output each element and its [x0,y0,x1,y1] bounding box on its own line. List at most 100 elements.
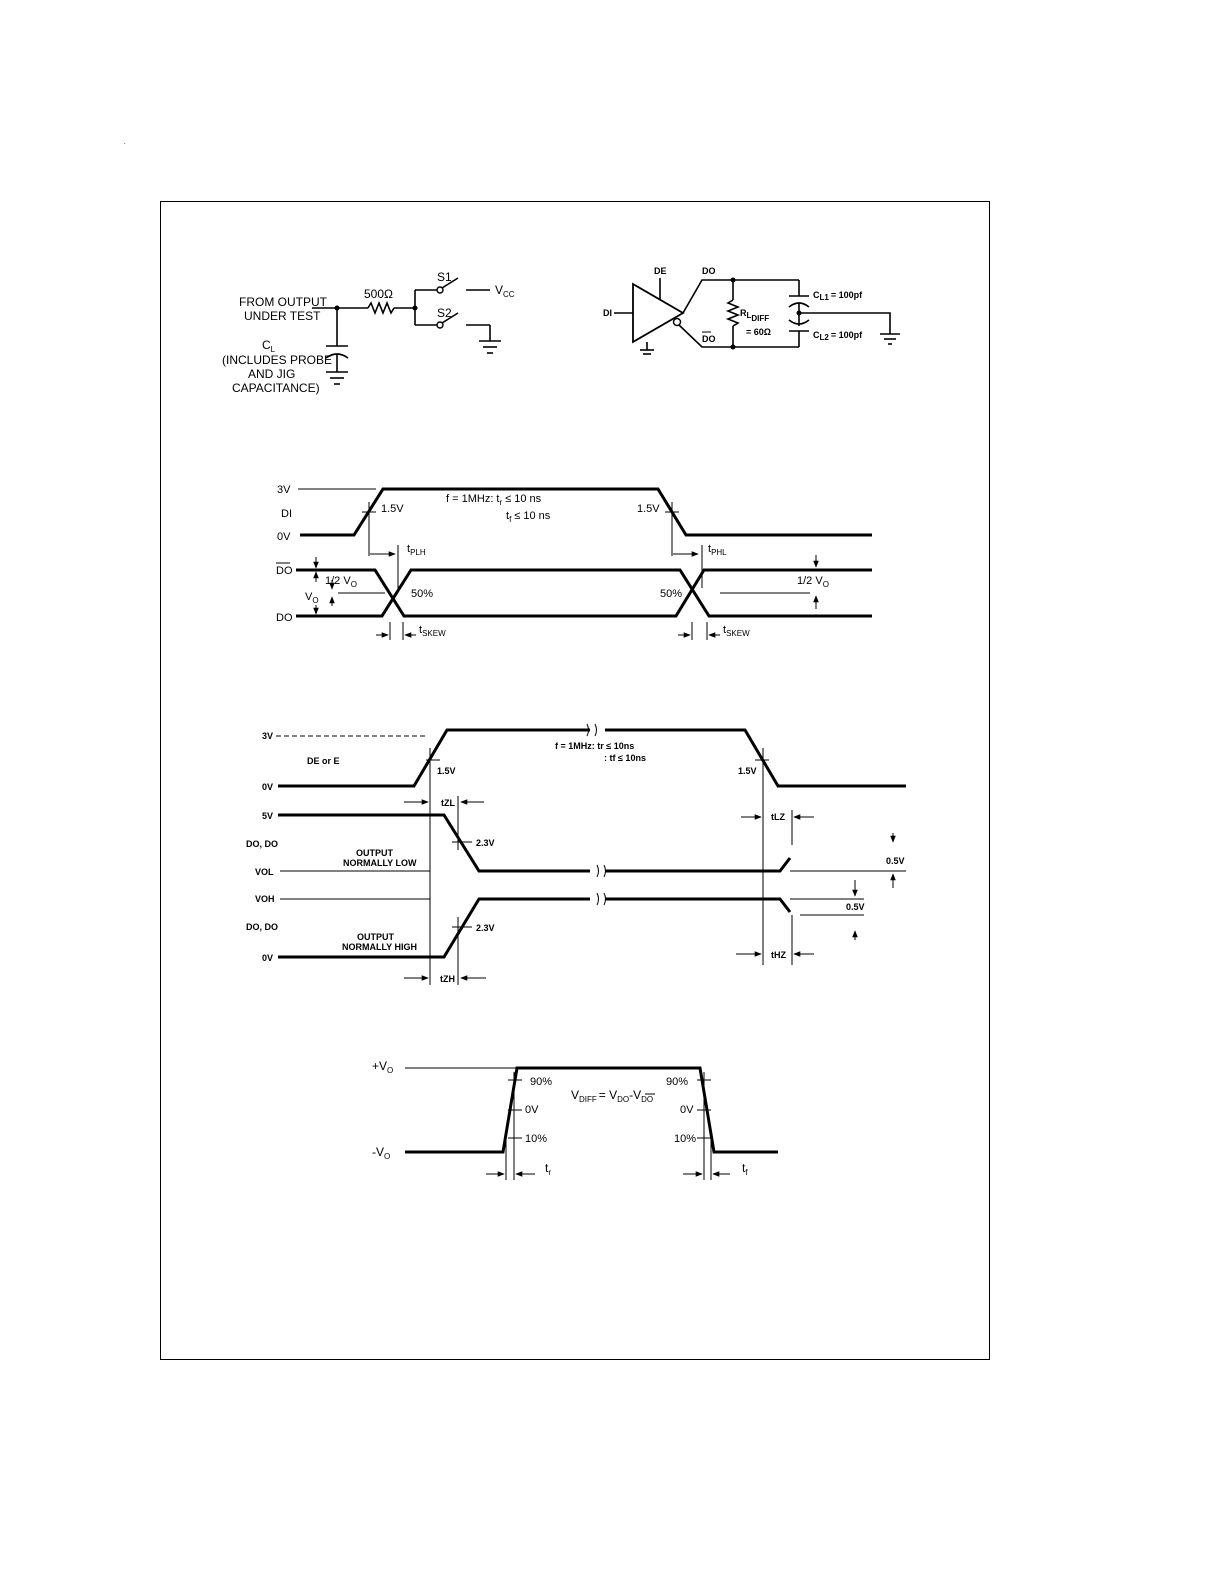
v23-bottom-label: 2.3V [476,923,495,933]
do-pin-label: DO [702,266,716,276]
skew-left: tSKEW [419,624,446,638]
figure-border [160,201,990,1360]
en-0v-bottom-label: 0V [262,953,273,963]
out-high-line1: OUTPUT [357,932,395,942]
p0-left: 0V [525,1104,539,1116]
v23-top-label: 2.3V [476,838,495,848]
en-vol-label: VOL [255,867,274,877]
skew-right: tSKEW [723,624,750,638]
half-top-label: 0.5V [886,856,905,866]
ground-symbol-load [880,333,900,345]
do-bar-pin-label: DO [702,334,716,344]
resistor-500 [367,300,395,316]
prop-di-label: DI [281,508,292,520]
tzh-label: tZH [440,974,455,984]
differential-driver-circuit: DI DE DO DO RLDIFF = 60Ω CL1= 100pf CL [603,266,900,355]
prop-3v-label: 3V [277,484,291,496]
en-5v-label: 5V [262,811,273,821]
tf-label: tf [742,1161,748,1177]
ground-symbol-driver [640,349,654,355]
source-label-line2: UNDER TEST [244,309,321,323]
vdiff-waveform [405,1066,778,1154]
out-low-line2: NORMALLY LOW [343,858,417,868]
en-threshold-right: 1.5V [738,766,757,776]
fifty-left: 50% [411,588,433,600]
de-pin-label: DE [654,266,667,276]
de-waveform-right [605,728,906,788]
switch-s2-contact [436,321,444,329]
cl1-label: CL1= 100pf [813,290,863,302]
en-do-dobar-bottom: DO, DO [246,922,278,932]
tplh-label: tPLH [407,543,426,557]
switch-s2-blade [441,312,459,324]
output-high-waveform-left [278,897,590,959]
prop-dobar-label: DO [276,565,293,577]
stray-dot [124,143,125,144]
minus-vo-label: -VO [372,1145,390,1161]
fifty-right: 50% [660,588,682,600]
dobar-waveform [296,568,872,618]
rise-fall-diagram: +VO -VO 90% 0V 10% 90% 0V 10% VDIFF= VDO… [372,1059,778,1180]
output-high-waveform-right [605,897,792,913]
p10-left: 10% [525,1133,547,1145]
en-cond-2: : tf ≤ 10ns [604,753,646,763]
thz-label: tHZ [771,950,786,960]
inverting-output-bubble [672,317,682,327]
en-do-dobar-top: DO, DO [246,839,278,849]
enable-disable-timing-diagram: 3V DE or E 0V f = 1MHz: tr ≤ 10ns : tf ≤… [246,723,906,985]
switch-s1-label: S1 [437,270,452,284]
rldiff-label: RLDIFF [740,308,769,323]
p90-right: 90% [666,1076,688,1088]
prop-do-label: DO [276,612,293,624]
en-cond-1: f = 1MHz: tr ≤ 10ns [555,741,634,751]
resistor-label: 500Ω [364,287,393,301]
en-voh-label: VOH [255,894,275,904]
half-vo-left: 1/2 VO [325,575,357,589]
vdiff-equation: VDIFF= VDO-VDO [571,1088,653,1104]
out-low-line1: OUTPUT [356,848,394,858]
vcc-label: VCC [495,283,515,299]
propagation-delay-diagram: 3V DI 0V 1.5V 1.5V f = 1MHz: tr≤ 10 ns t… [276,484,872,640]
cap-note-line3: CAPACITANCE) [232,381,320,395]
rldiff-value: = 60Ω [746,327,771,337]
cl2-label: CL2= 100pf [813,330,863,342]
di-pin-label: DI [603,308,612,318]
tzl-label: tZL [441,798,455,808]
do-waveform [296,568,872,618]
resistor-rldiff [725,299,741,327]
switch-s1-blade [441,277,459,289]
prop-0v-label: 0V [277,531,291,543]
plus-vo-label: +VO [372,1059,393,1075]
prop-threshold-right: 1.5V [637,503,660,515]
output-low-waveform-left [278,813,590,873]
p90-left: 90% [530,1076,552,1088]
half-vo-right: 1/2 VO [797,575,829,589]
prop-threshold-left: 1.5V [381,503,404,515]
p0-right: 0V [680,1104,694,1116]
half-bottom-label: 0.5V [846,902,865,912]
output-low-waveform-right [605,857,792,873]
en-threshold-left: 1.5V [437,766,456,776]
prop-condition-1: f = 1MHz: tr≤ 10 ns [446,493,542,507]
en-de-label: DE or E [307,756,340,766]
tphl-label: tPHL [708,543,727,557]
out-high-line2: NORMALLY HIGH [342,942,417,952]
cap-note-line1: (INCLUDES PROBE [222,353,332,367]
p10-right: 10% [674,1133,696,1145]
en-0v-top-label: 0V [262,782,273,792]
cap-note-line2: AND JIG [248,367,295,381]
tr-label: tr [545,1161,551,1177]
ground-symbol-s2 [479,340,501,354]
en-3v-label: 3V [262,731,273,741]
di-waveform [300,487,872,537]
ground-symbol-cl [326,371,348,385]
cap-cl-label: CL [262,338,276,354]
source-label-line1: FROM OUTPUT [239,295,328,309]
driver-triangle [632,282,685,344]
tlz-label: tLZ [771,812,785,822]
switch-s1-contact [436,286,444,294]
load-test-circuit: FROM OUTPUT UNDER TEST 500Ω S1 VCC S2 [222,270,515,395]
prop-condition-2: tf≤ 10 ns [506,510,551,524]
vo-label: VO [305,591,319,605]
